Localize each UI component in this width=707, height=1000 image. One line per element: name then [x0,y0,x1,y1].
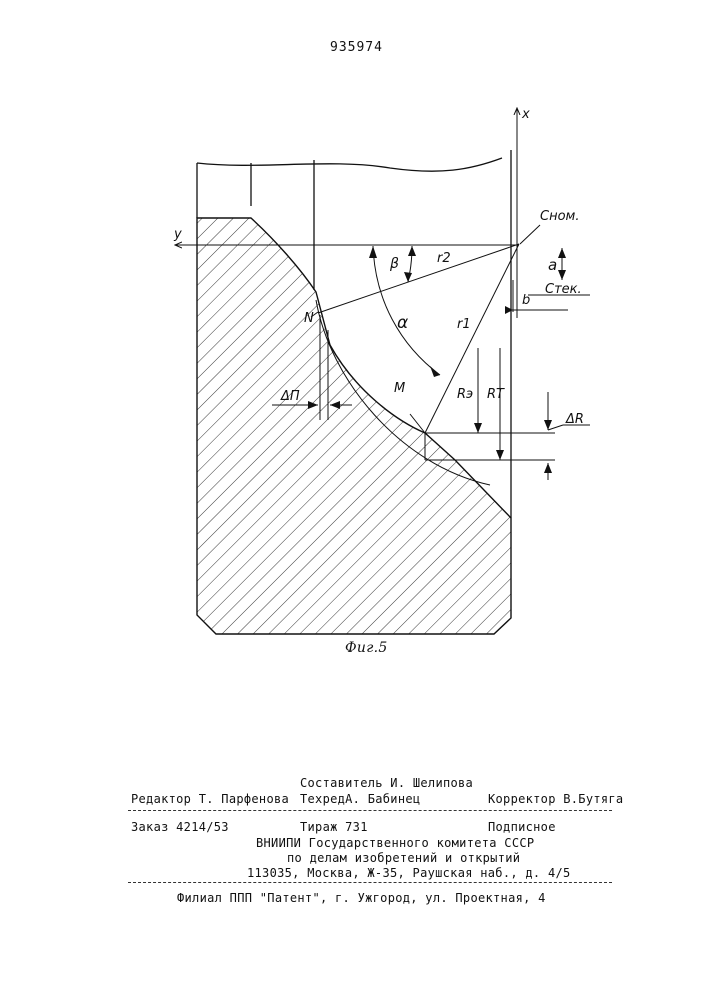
composer-line: Составитель И. Шелипова [300,776,473,790]
org-line-2: по делам изобретений и открытий [287,851,520,865]
address-line: 113035, Москва, Ж-35, Раушская наб., д. … [247,866,571,880]
delta-r-label: ΔR [565,412,584,427]
c-tek-label: Стек. [545,282,582,297]
branch-line: Филиал ППП "Патент", г. Ужгород, ул. Про… [177,891,546,905]
x-axis-label: x [521,107,530,122]
r-t-label: RT [487,387,505,402]
org-line-1: ВНИИПИ Государственного комитета СССР [256,836,534,850]
r-e-label: Rэ [457,387,473,402]
corrector-line: Корректор В.Бутяга [488,792,623,806]
figure-caption: Фиг.5 [345,640,388,656]
subscription-line: Подписное [488,820,556,834]
point-n-label: N [304,311,314,326]
beta-label: β [389,256,399,272]
dashed-divider-2 [128,882,612,883]
dashed-divider-1 [128,810,612,811]
hatched-section [197,218,511,634]
y-axis-label: y [173,227,182,242]
b-label: b [522,293,530,308]
techred-line: ТехредА. Бабинец [300,792,420,806]
technical-drawing: x y Сном. a Стек. b β r2 α r1 N M ΔП Rэ … [0,0,707,700]
alpha-label: α [397,313,408,333]
c-nom-label: Сном. [540,209,579,224]
r1-label: r1 [457,317,471,332]
circulation-line: Тираж 731 [300,820,368,834]
delta-p-label: ΔП [280,389,300,404]
point-m-label: M [394,381,405,396]
a-label: a [548,256,557,274]
editor-line: Редактор Т. Парфенова [131,792,289,806]
order-line: Заказ 4214/53 [131,820,229,834]
r2-label: r2 [437,251,451,266]
